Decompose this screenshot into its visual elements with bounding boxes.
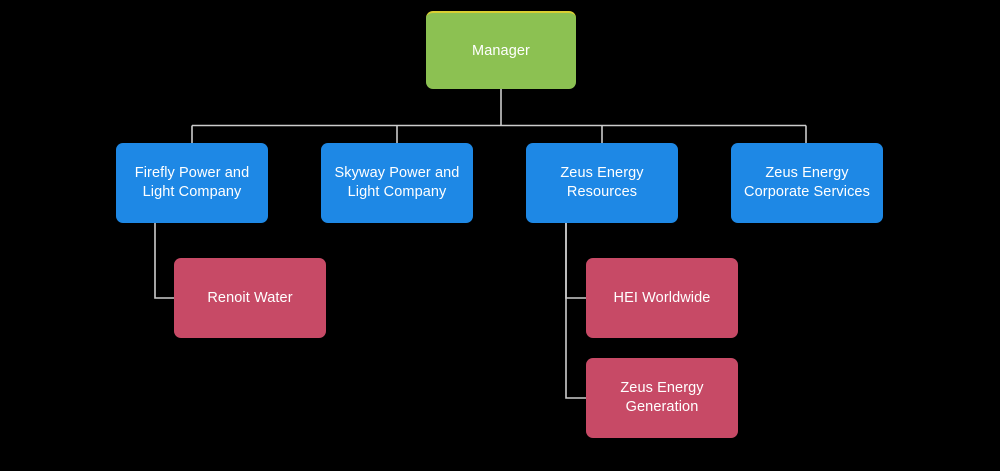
node-hei-label: HEI Worldwide xyxy=(613,289,711,306)
node-zeus-energy-generation[interactable]: Zeus Energy Generation xyxy=(586,358,738,438)
node-zeus-generation-label: Zeus Energy Generation xyxy=(620,380,704,415)
edge-zeus-resources-hei xyxy=(565,223,586,299)
node-firefly-label: Firefly Power and Light Company xyxy=(134,165,250,200)
node-renoit-water[interactable]: Renoit Water xyxy=(174,258,326,338)
node-zeus-energy-resources[interactable]: Zeus Energy Resources xyxy=(526,143,678,223)
node-skyway-power-and-light-company[interactable]: Skyway Power and Light Company xyxy=(321,143,473,223)
node-renoit-label: Renoit Water xyxy=(207,289,293,306)
node-manager-label: Manager xyxy=(472,42,530,59)
node-manager[interactable]: Manager xyxy=(426,11,576,89)
node-firefly-power-and-light-company[interactable]: Firefly Power and Light Company xyxy=(116,143,268,223)
node-zeus-energy-corporate-services[interactable]: Zeus Energy Corporate Services xyxy=(731,143,883,223)
edge-zeus-resources-generation xyxy=(565,223,586,399)
node-skyway-label: Skyway Power and Light Company xyxy=(334,165,460,200)
edge-firefly-renoit xyxy=(154,223,174,299)
node-zeus-corporate-label: Zeus Energy Corporate Services xyxy=(744,165,870,200)
node-hei-worldwide[interactable]: HEI Worldwide xyxy=(586,258,738,338)
node-zeus-resources-label: Zeus Energy Resources xyxy=(560,165,644,200)
